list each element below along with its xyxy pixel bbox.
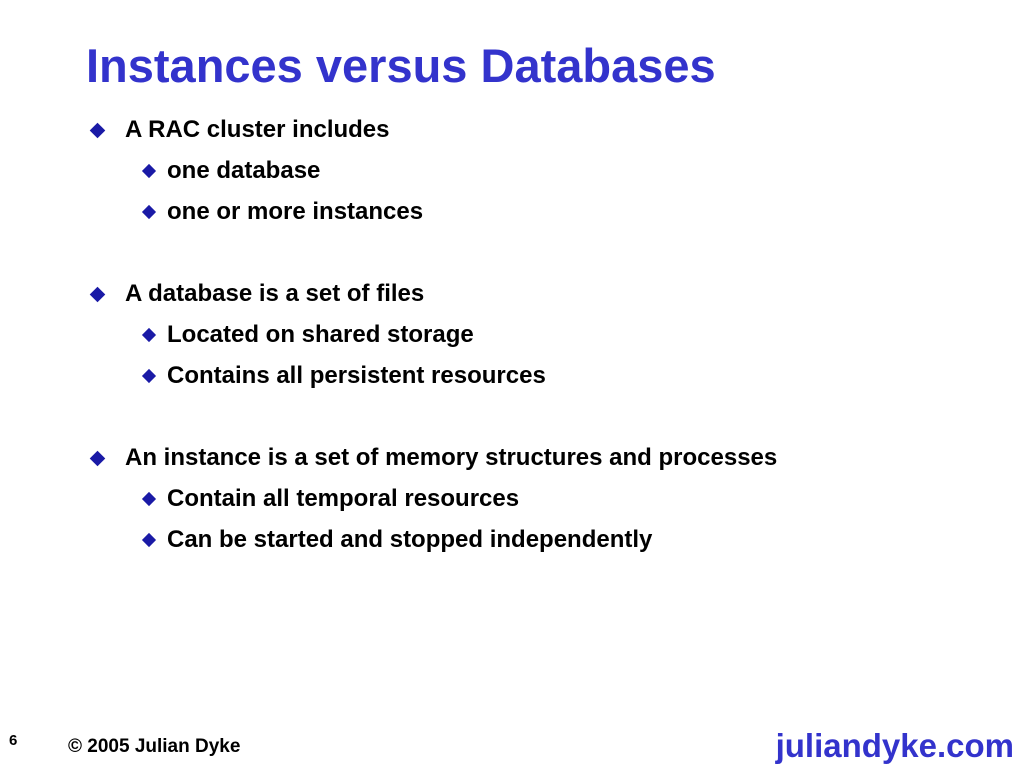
page-number: 6 [9,732,18,749]
sub-bullet-text: Contains all persistent resources [167,362,546,389]
slide-title: Instances versus Databases [86,39,716,92]
sub-bullet-text: one or more instances [167,198,424,225]
diamond-bullet-icon [141,204,157,220]
bullet-text: A RAC cluster includes [125,116,390,143]
sub-bullet-text: Can be started and stopped independently [167,526,653,553]
diamond-bullet-icon [89,286,106,302]
sub-bullet-item: Contain all temporal resources [140,484,519,514]
bullet-text: A database is a set of files [125,280,425,307]
diamond-bullet-icon [141,327,157,343]
bullet-item: A database is a set of files [88,279,424,309]
sub-bullet-item: one or more instances [140,197,423,227]
diamond-bullet-icon [141,368,157,384]
bullet-item: An instance is a set of memory structure… [88,443,777,473]
sub-bullet-item: Located on shared storage [140,320,474,350]
sub-bullet-item: one database [140,156,320,186]
diamond-bullet-icon [141,491,157,507]
diamond-bullet-icon [141,532,157,548]
sub-bullet-text: Contain all temporal resources [167,485,520,512]
diamond-bullet-icon [141,163,157,179]
sub-bullet-item: Can be started and stopped independently [140,525,652,555]
sub-bullet-item: Contains all persistent resources [140,361,546,391]
bullet-text: An instance is a set of memory structure… [125,444,778,471]
sub-bullet-text: Located on shared storage [167,321,474,348]
sub-bullet-text: one database [167,157,321,184]
diamond-bullet-icon [89,122,106,138]
diamond-bullet-icon [89,450,106,466]
bullet-item: A RAC cluster includes [88,115,390,145]
site-logo: juliandyke.com [775,727,1014,764]
copyright-notice: © 2005 Julian Dyke [68,736,241,757]
